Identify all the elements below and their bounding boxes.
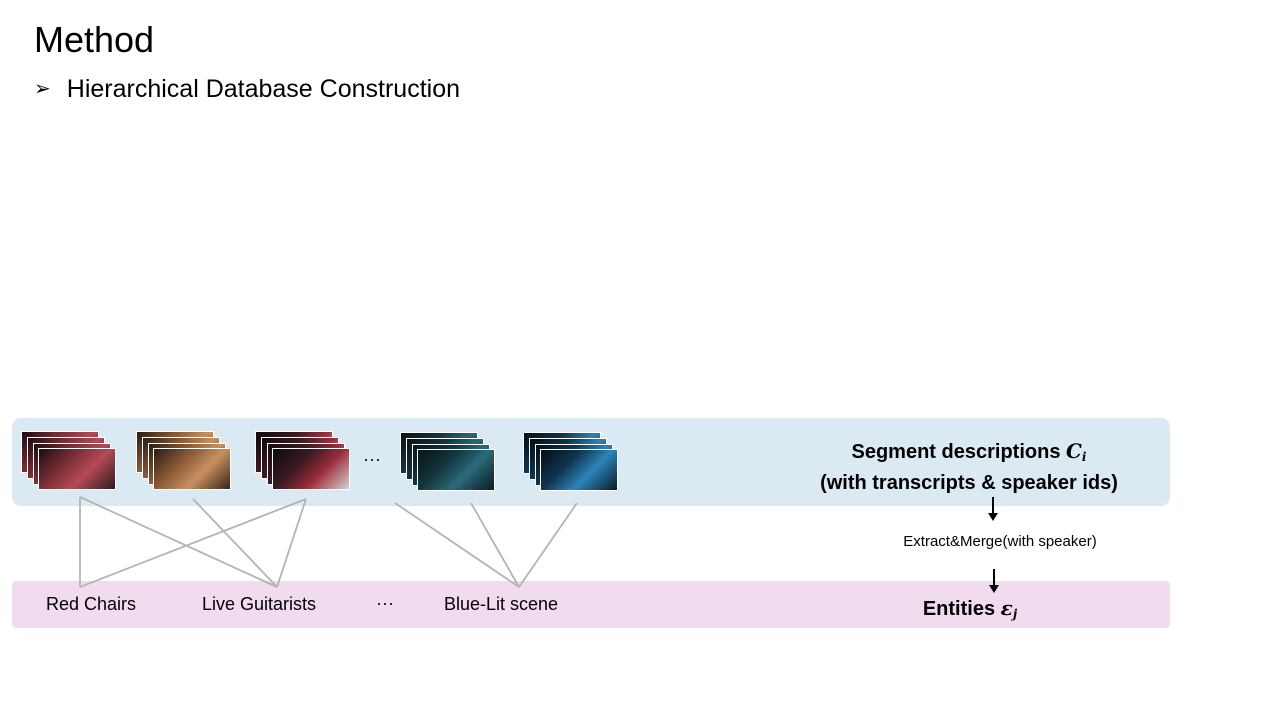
segments-ellipsis: ⋯ — [363, 450, 381, 470]
link-line — [79, 498, 307, 588]
arrowhead-bullet-icon: ➢ — [34, 78, 51, 100]
segment-thumbnail-stack — [400, 432, 495, 492]
slide-title: Method — [34, 19, 155, 60]
video-frame-blue-performers — [540, 449, 618, 491]
entity-red-chairs: Red Chairs — [46, 594, 137, 614]
down-arrow-icon — [988, 497, 998, 521]
entity-symbol: εj — [1000, 596, 1018, 621]
segment-thumbnail-stack — [255, 431, 350, 491]
segment-descriptions-note: (with transcripts & speaker ids) — [820, 472, 1118, 494]
link-line — [470, 502, 520, 588]
entities-ellipsis: ⋯ — [376, 594, 394, 614]
bullet-text: Hierarchical Database Construction — [66, 75, 461, 103]
extract-merge-label: Extract&Merge(with speaker) — [903, 533, 1097, 550]
video-frame-blue-street — [417, 449, 495, 491]
link-line — [79, 496, 278, 588]
link-line — [394, 502, 520, 588]
segment-descriptions-title: Segment descriptions — [851, 441, 1061, 463]
link-line — [518, 502, 578, 588]
link-line — [276, 498, 307, 588]
segment-descriptions-label: Segment descriptions Ci (with transcript… — [800, 438, 1138, 496]
entity-blue-lit-scene: Blue-Lit scene — [444, 594, 559, 614]
segment-thumbnail-stack — [136, 431, 231, 491]
bullet-point: ➢ Hierarchical Database Construction — [34, 74, 460, 104]
segment-thumbnail-stack — [523, 432, 618, 492]
video-frame-red-chairs-stage — [38, 448, 116, 490]
video-frame-guitarist-stage — [153, 448, 231, 490]
entities-label: Entities εj — [922, 596, 1018, 621]
video-frame-red-graphics — [272, 448, 350, 490]
segment-thumbnail-stack — [21, 431, 116, 491]
down-arrow-icon — [989, 569, 999, 593]
entity-layer-band — [12, 581, 1170, 628]
entity-live-guitarists: Live Guitarists — [202, 594, 317, 614]
link-line — [192, 498, 278, 588]
segment-symbol: Ci — [1066, 439, 1087, 464]
